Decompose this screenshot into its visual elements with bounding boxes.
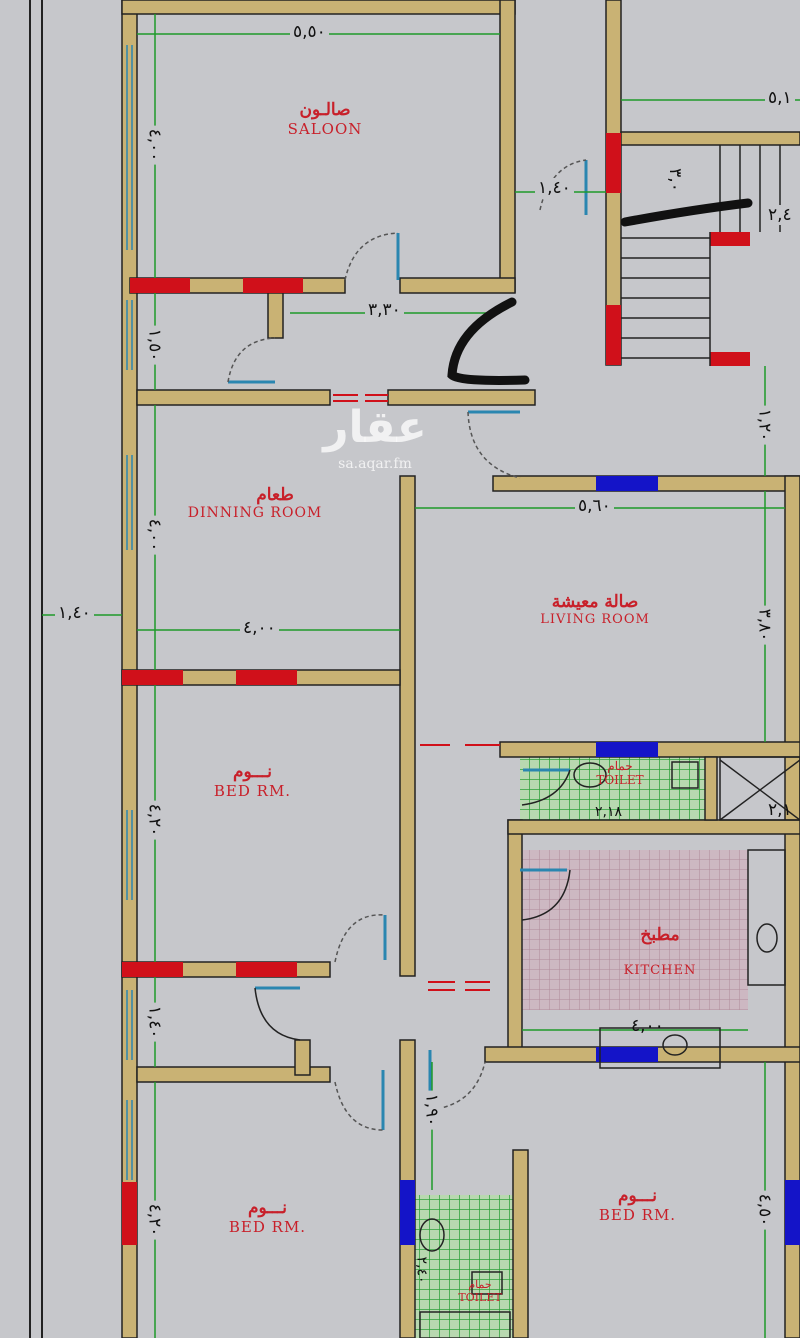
room-kitchen: مطبخ KITCHEN <box>600 925 720 978</box>
walls <box>121 0 800 1338</box>
dim-living-width: ٥,٦٠ <box>575 496 614 516</box>
dim-corridor-right: ١,٢٠ <box>754 405 775 445</box>
kitchen-tiles <box>522 850 748 1010</box>
room-name-en: DINNING ROOM <box>187 505 323 521</box>
room-bed-1: نـــوم BED RM. <box>195 762 310 800</box>
room-name-ar: حمام <box>468 1278 492 1291</box>
room-name-ar: مطبخ <box>640 925 680 945</box>
room-name-ar: نـــوم <box>233 762 272 782</box>
dimension-lines <box>42 14 800 1338</box>
dim-lobby-depth: ١,٥٠ <box>144 325 165 365</box>
room-bed-3: نـــوم BED RM. <box>580 1186 695 1224</box>
watermark-logo: عقار <box>323 402 427 453</box>
dim-bed2-depth: ٤,٢٠ <box>144 1200 165 1240</box>
window-strips <box>126 45 133 1180</box>
stairs <box>621 145 800 821</box>
room-name-ar: صالة معيشة <box>551 592 639 612</box>
dim-setback: ١,٤٠ <box>55 603 94 623</box>
dim-dining-depth: ٤,٠٠ <box>144 515 165 555</box>
toilet2-tiles <box>415 1195 513 1338</box>
dim-toilet2: ٢,٤٠ <box>413 1256 430 1284</box>
room-name-en: BED RM. <box>598 1206 677 1224</box>
room-name-ar: نـــوم <box>248 1198 287 1218</box>
room-name-ar: طعام <box>256 485 294 505</box>
room-name-en: TOILET <box>458 1291 502 1304</box>
room-name-ar: صالـون <box>299 100 351 120</box>
room-name-ar: حمام <box>607 759 633 773</box>
dim-corridor-bottom: ١,٩٠ <box>421 1090 442 1130</box>
room-name-en: KITCHEN <box>623 963 697 978</box>
fixtures <box>419 761 786 1338</box>
room-name-en: SALOON <box>287 120 363 138</box>
watermark-url: sa.aqar.fm <box>338 456 412 472</box>
dim-living-depth: ٣,٨٠ <box>754 605 775 645</box>
dim-shaft: ٢,١ <box>768 800 792 820</box>
dim-kitchen-width: ٤,٠٠ <box>631 1016 664 1036</box>
dim-entry-door: ١,٤٠ <box>535 178 574 198</box>
room-name-en: LIVING ROOM <box>540 612 650 627</box>
dim-stair-top: ٣,٠ <box>664 165 685 195</box>
dim-saloon-width: ٥,٥٠ <box>290 22 329 42</box>
dim-dining-width: ٤,٠٠ <box>240 618 279 638</box>
room-saloon: صالـون SALOON <box>270 100 380 138</box>
windows-blue <box>400 476 800 1245</box>
room-toilet-2: حمام TOILET <box>445 1278 515 1304</box>
dim-stair-side: ٢,٤ <box>765 205 795 225</box>
room-dining: طعام DINNING ROOM <box>175 485 335 521</box>
dim-bed3-depth: ٤,٥٠ <box>754 1190 775 1230</box>
dim-saloon-depth: ٤,٠٠ <box>144 125 165 165</box>
room-name-en: BED RM. <box>228 1218 307 1236</box>
openings <box>333 394 500 991</box>
sketch-marks <box>447 198 753 385</box>
room-toilet-1: حمام TOILET <box>585 759 655 787</box>
windows-red <box>122 133 750 1245</box>
room-living: صالة معيشة LIVING ROOM <box>525 592 665 627</box>
dim-hall-depth: ١,٤٠ <box>144 1002 165 1042</box>
dim-top-right: ٥,١ <box>765 88 795 108</box>
watermark: عقار sa.aqar.fm <box>305 400 445 472</box>
dim-bed1-depth: ٤,٢٠ <box>144 800 165 840</box>
room-name-en: BED RM. <box>213 782 292 800</box>
room-name-en: TOILET <box>596 773 644 787</box>
room-bed-2: نـــوم BED RM. <box>210 1198 325 1236</box>
room-name-ar: نـــوم <box>618 1186 657 1206</box>
dim-lobby-width: ٣,٣٠ <box>365 300 404 320</box>
dim-toilet1: ٢,١٨ <box>595 804 623 820</box>
